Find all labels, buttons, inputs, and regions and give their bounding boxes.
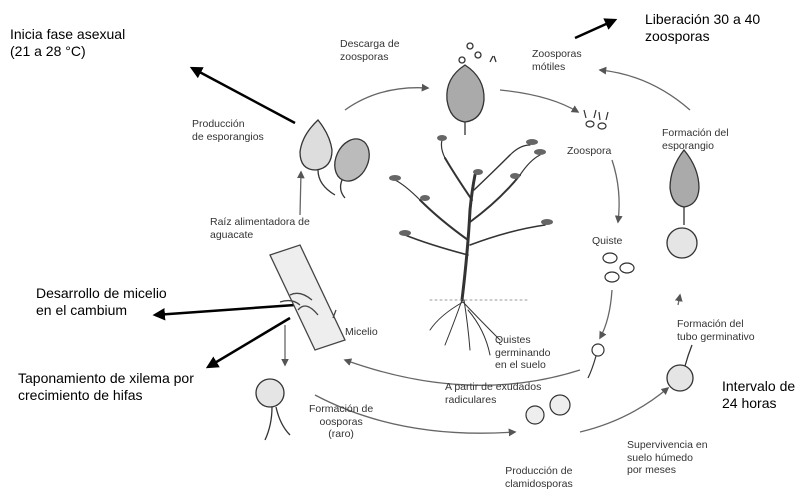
annotation-fase-asexual: Inicia fase asexual (21 a 28 °C)	[10, 26, 125, 60]
arrow-tube-to-esporangio	[678, 295, 680, 305]
label-supervivencia: Supervivencia en suelo húmedo por meses	[627, 439, 708, 477]
arrow-root-to-sporangia	[300, 172, 301, 215]
annotation-liberacion: Liberación 30 a 40 zoosporas	[645, 11, 760, 45]
label-formacion-esporangio: Formación del esporangio	[662, 127, 729, 152]
arrow-to-fase-asexual	[192, 68, 295, 123]
label-descarga-zoosporas: Descarga de zoosporas	[340, 38, 400, 63]
arrow-to-liberacion	[575, 20, 615, 38]
quiste-illustration	[603, 253, 634, 282]
arrow-to-taponamiento	[208, 318, 290, 367]
germinating-cyst-illustration	[588, 344, 604, 378]
label-exudados: A partir de exudados radiculares	[445, 381, 541, 406]
zoospora-illustration	[584, 110, 608, 129]
sporangium-production-illustration	[300, 120, 376, 198]
arrow-esporangio-to-motile	[600, 70, 690, 110]
arrow-zoospora-to-quiste	[612, 160, 619, 222]
label-quistes-germinando: Quistes germinando en el suelo	[495, 334, 550, 372]
avocado-tree-illustration	[389, 135, 553, 355]
cycle-arrows	[285, 70, 690, 433]
annotation-taponamiento: Taponamiento de xilema por crecimiento d…	[18, 370, 194, 404]
label-produccion-esporangios: Producción de esporangios	[192, 118, 264, 143]
label-produccion-clamidosporas: Producción de clamidosporas	[505, 465, 573, 490]
label-micelio: Micelio	[345, 326, 378, 339]
arrow-sporangia-to-discharge	[345, 88, 428, 110]
discharging-sporangium-illustration	[447, 43, 496, 135]
annotation-intervalo: Intervalo de 24 horas	[722, 378, 795, 412]
label-zoospora: Zoospora	[567, 145, 611, 158]
label-raiz-alimentadora: Raíz alimentadora de aguacate	[210, 216, 310, 241]
label-formacion-oosporas: Formación de oosporas (raro)	[309, 403, 373, 441]
arrow-discharge-to-motile	[500, 90, 578, 112]
arrow-clamidospora-to-tube	[580, 388, 668, 432]
feeder-root-illustration	[270, 245, 345, 350]
arrow-quiste-to-germinating	[600, 290, 612, 338]
oospore-illustration	[256, 379, 290, 440]
annotation-micelio-cambium: Desarrollo de micelio en el cambium	[36, 285, 167, 319]
germ-tube-illustration	[667, 345, 693, 391]
label-formacion-tubo: Formación del tubo germinativo	[677, 318, 755, 343]
label-zoosporas-motiles: Zoosporas mótiles	[532, 48, 582, 73]
sporangium-formation-illustration	[667, 150, 699, 258]
arrow-to-micelio-cambium	[155, 305, 295, 315]
label-quiste: Quiste	[592, 235, 622, 248]
